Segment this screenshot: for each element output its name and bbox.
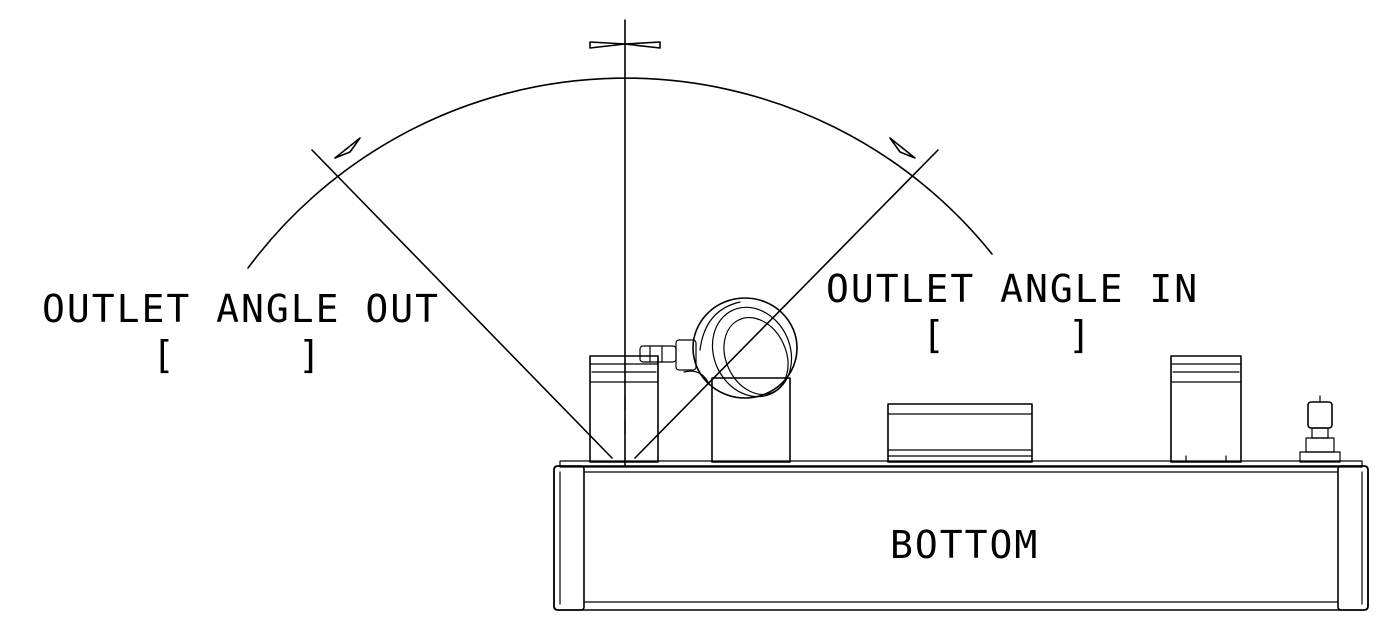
outlet-angle-out-bracket-close: ] bbox=[298, 333, 323, 377]
outlet-angle-in-bracket-close: ] bbox=[1068, 313, 1093, 357]
tank-side-label: BOTTOM bbox=[890, 523, 1039, 567]
inlet-pipe-right bbox=[1170, 355, 1242, 463]
tank bbox=[553, 460, 1369, 611]
tank-top-rail bbox=[559, 460, 1363, 468]
outlet-angle-out-bracket-open: [ bbox=[152, 333, 177, 377]
dimension-arc bbox=[247, 77, 993, 269]
elbow-fitting bbox=[639, 297, 798, 463]
angle-dimension bbox=[247, 19, 993, 467]
outlet-angle-out-label: OUTLET ANGLE OUT bbox=[42, 287, 440, 331]
center-housing bbox=[887, 403, 1033, 463]
outlet-out-extension-line bbox=[311, 149, 613, 459]
outlet-pipe-left bbox=[589, 355, 659, 463]
outlet-angle-in-bracket-open: [ bbox=[922, 313, 947, 357]
tank-end-cap-left bbox=[553, 465, 585, 611]
tank-end-cap-right bbox=[1337, 465, 1369, 611]
outlet-in-extension-line bbox=[634, 149, 939, 459]
arrow-center-left bbox=[589, 41, 626, 49]
arrow-in-arc-end bbox=[889, 137, 916, 159]
outlet-angle-in-label: OUTLET ANGLE IN bbox=[826, 267, 1199, 311]
arrow-center-right bbox=[624, 41, 661, 49]
drain-valve bbox=[1299, 395, 1341, 463]
arrow-out-arc-end bbox=[334, 137, 361, 159]
